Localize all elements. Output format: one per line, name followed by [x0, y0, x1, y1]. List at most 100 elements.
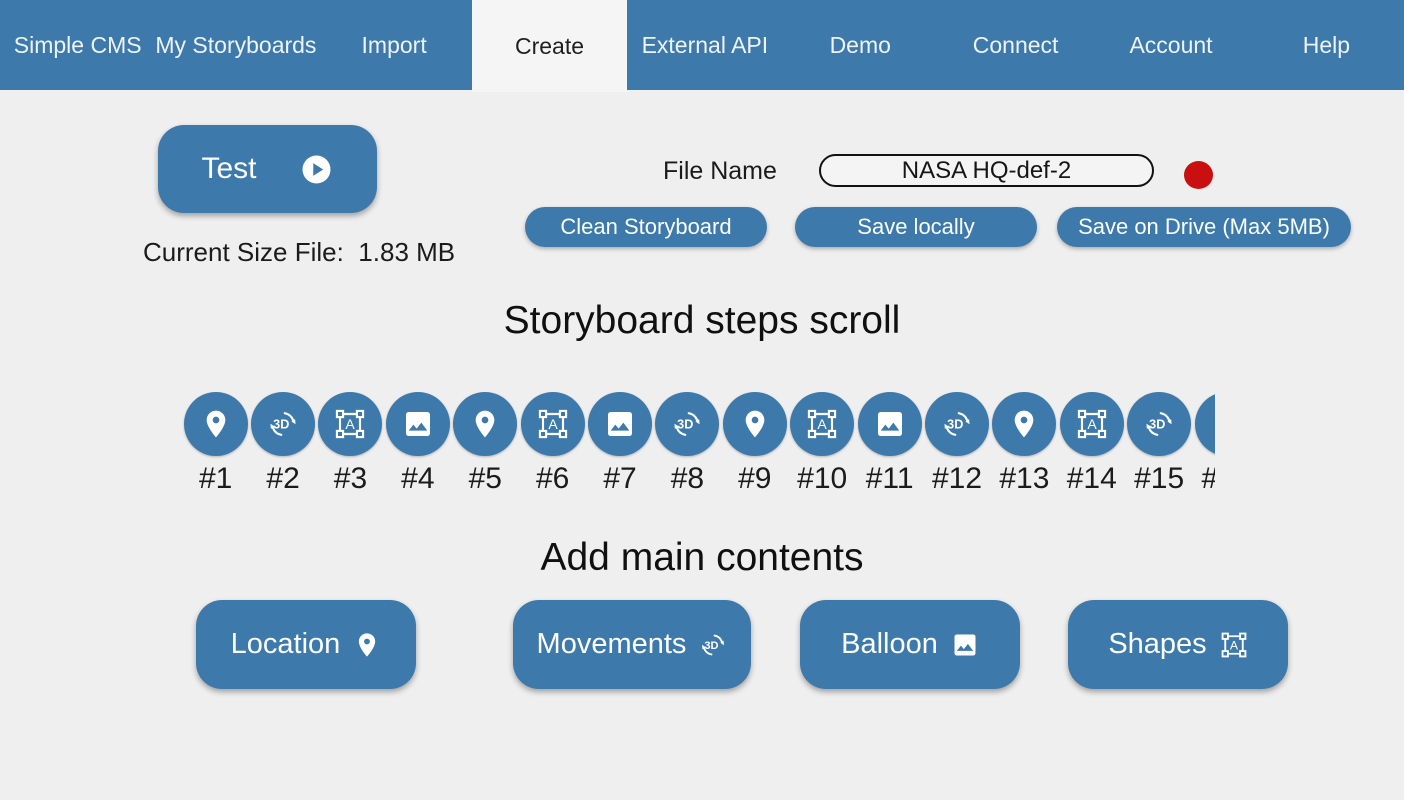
location-icon — [1194, 392, 1215, 456]
current-size-label: Current Size File: — [143, 237, 344, 267]
location-icon — [353, 631, 381, 659]
test-button[interactable]: Test — [158, 125, 377, 213]
storyboard-step-13[interactable]: #13 — [991, 392, 1058, 502]
add-location-button[interactable]: Location — [196, 600, 416, 689]
3d-rotation-icon: 3D — [924, 392, 989, 456]
nav-item-label: Account — [1129, 31, 1213, 58]
shapes-icon: A — [520, 392, 585, 456]
3d-rotation-icon: 3D — [251, 392, 316, 456]
nav-item-account[interactable]: Account — [1093, 0, 1248, 90]
nav-item-label: External API — [641, 31, 769, 58]
storyboard-step-7[interactable]: #7 — [586, 392, 653, 502]
3d-rotation-icon: 3D — [699, 631, 727, 659]
storyboard-step-11[interactable]: #11 — [856, 392, 923, 502]
nav-item-label: Create — [514, 32, 585, 59]
nav-item-label: Demo — [829, 31, 891, 58]
svg-text:3D: 3D — [947, 417, 963, 431]
storyboard-step-1[interactable]: #1 — [182, 392, 249, 502]
file-name-label: File Name — [663, 157, 777, 185]
nav-item-connect[interactable]: Connect — [938, 0, 1093, 90]
add-movements-button[interactable]: Movements 3D — [513, 600, 751, 689]
storyboard-step-14[interactable]: A #14 — [1058, 392, 1125, 502]
content-button-label: Balloon — [841, 628, 938, 660]
clean-storyboard-label: Clean Storyboard — [560, 214, 732, 239]
step-number-label: #10 — [797, 462, 848, 495]
storyboard-step-9[interactable]: #9 — [721, 392, 788, 502]
add-balloon-button[interactable]: Balloon — [800, 600, 1020, 689]
nav-item-help[interactable]: Help — [1249, 0, 1404, 90]
step-number-label: #12 — [931, 462, 983, 495]
play-circle-icon — [299, 152, 334, 187]
step-number-label: #7 — [603, 462, 637, 495]
top-navbar: Simple CMS My Storyboards Import Create Exte… — [0, 0, 1404, 92]
storyboard-step-2[interactable]: 3D#2 — [249, 392, 316, 502]
storyboard-step-16[interactable]: #16 — [1193, 392, 1215, 502]
step-number-label: #3 — [333, 462, 368, 495]
save-on-drive-button[interactable]: Save on Drive (Max 5MB) — [1057, 207, 1351, 247]
svg-text:A: A — [1230, 638, 1239, 652]
tab-create[interactable]: Create — [471, 0, 628, 92]
3d-rotation-icon: 3D — [655, 392, 720, 456]
save-locally-button[interactable]: Save locally — [795, 207, 1037, 247]
nav-item-my-storyboards[interactable]: My Storyboards — [155, 0, 316, 90]
clean-storyboard-button[interactable]: Clean Storyboard — [525, 207, 767, 247]
svg-text:A: A — [346, 416, 356, 432]
nav-item-label: My Storyboards — [155, 31, 317, 58]
step-number-label: #16 — [1202, 462, 1215, 496]
nav-item-import[interactable]: Import — [316, 0, 471, 90]
storyboard-step-8[interactable]: 3D #8 — [654, 392, 721, 502]
step-number-label: #6 — [535, 462, 570, 495]
step-number-label: #15 — [1134, 462, 1185, 495]
step-number-label: #8 — [670, 462, 705, 495]
record-indicator-dot — [1184, 161, 1213, 189]
image-icon — [951, 631, 979, 659]
storyboard-step-12[interactable]: 3D #12 — [923, 392, 990, 502]
step-number-label: #5 — [468, 462, 502, 495]
add-main-contents-heading: Add main contents — [540, 536, 864, 579]
image-icon — [857, 392, 922, 456]
content-button-label: Location — [230, 628, 341, 660]
storyboard-step-6[interactable]: A #6 — [519, 392, 586, 502]
nav-item-external-api[interactable]: External API — [627, 0, 782, 90]
shapes-icon: A — [1059, 392, 1124, 456]
3d-rotation-icon: 3D — [1127, 392, 1192, 456]
current-size-text: Current Size File: 1.83 MB — [143, 237, 455, 268]
test-button-label: Test — [201, 152, 257, 185]
nav-item-demo[interactable]: Demo — [783, 0, 938, 90]
storyboard-step-15[interactable]: 3D #15 — [1125, 392, 1192, 502]
step-number-label: #11 — [865, 462, 914, 495]
current-size-value: 1.83 MB — [358, 237, 456, 267]
shapes-icon: A — [790, 392, 855, 456]
content-button-label: Shapes — [1108, 628, 1207, 660]
svg-text:A: A — [548, 416, 558, 432]
svg-text:3D: 3D — [1149, 417, 1165, 431]
step-number-label: #4 — [401, 462, 435, 495]
step-number-label: #13 — [999, 462, 1050, 495]
step-number-label: #2 — [266, 462, 300, 495]
step-number-label: #14 — [1066, 462, 1117, 495]
shapes-icon: A — [318, 392, 383, 456]
add-shapes-button[interactable]: Shapes A — [1068, 600, 1288, 689]
image-icon — [385, 392, 450, 456]
nav-item-label: Help — [1302, 31, 1351, 58]
storyboard-step-5[interactable]: #5 — [452, 392, 519, 502]
svg-text:3D: 3D — [678, 417, 694, 431]
shapes-icon: A — [1220, 631, 1248, 659]
storyboard-steps-heading: Storyboard steps scroll — [503, 299, 901, 342]
save-on-drive-label: Save on Drive (Max 5MB) — [1078, 214, 1330, 239]
nav-item-simple-cms[interactable]: Simple CMS — [0, 0, 155, 90]
svg-text:3D: 3D — [705, 639, 719, 651]
svg-text:A: A — [818, 416, 828, 432]
location-icon — [453, 392, 518, 456]
svg-text:A: A — [1087, 416, 1097, 432]
storyboard-step-4[interactable]: #4 — [384, 392, 451, 502]
nav-item-label: Simple CMS — [13, 31, 142, 58]
file-name-input[interactable] — [819, 154, 1154, 187]
content-button-label: Movements — [536, 628, 687, 660]
location-icon — [992, 392, 1057, 456]
storyboard-step-3[interactable]: A #3 — [317, 392, 384, 502]
storyboard-step-10[interactable]: A #10 — [789, 392, 856, 502]
nav-item-label: Import — [361, 31, 427, 58]
